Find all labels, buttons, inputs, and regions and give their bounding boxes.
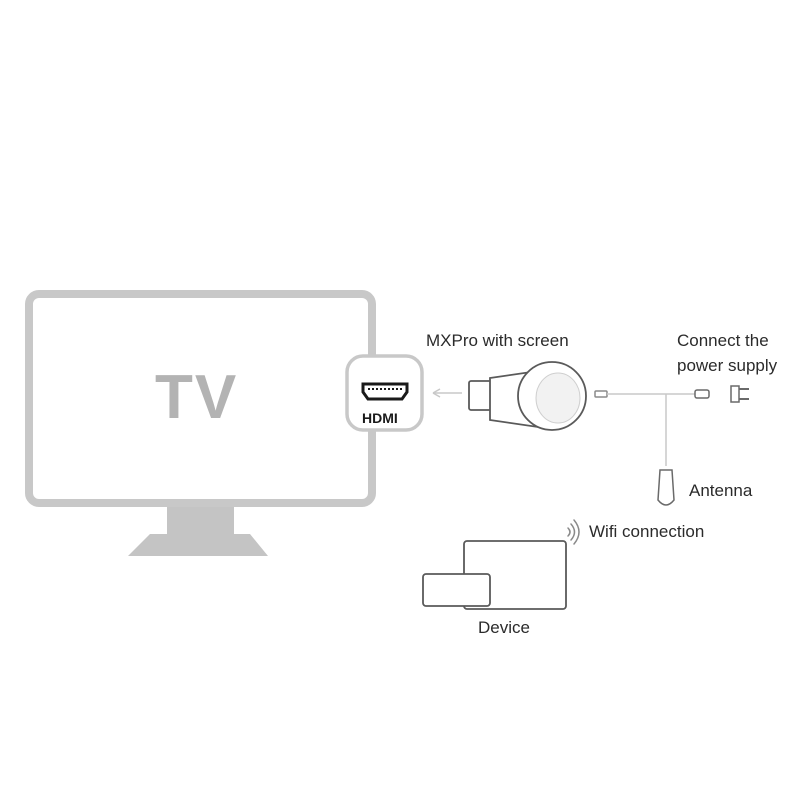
usb-cable bbox=[594, 390, 695, 398]
tv-label: TV bbox=[155, 363, 239, 432]
mxpro-dongle-icon bbox=[468, 361, 587, 431]
hdmi-connection-arrow bbox=[432, 388, 462, 398]
dongle-label: MXPro with screen bbox=[426, 331, 569, 350]
hdmi-port-icon bbox=[345, 354, 424, 432]
power-label-line1: Connect the bbox=[677, 331, 769, 350]
device-label: Device bbox=[478, 618, 530, 637]
antenna-icon bbox=[657, 394, 675, 506]
device-icon bbox=[422, 540, 567, 610]
antenna-label: Antenna bbox=[689, 481, 753, 500]
hdmi-label: HDMI bbox=[362, 410, 398, 426]
power-label-line2: power supply bbox=[677, 356, 778, 375]
power-plug-icon bbox=[694, 385, 749, 403]
wifi-label: Wifi connection bbox=[589, 522, 705, 541]
wifi-icon bbox=[567, 519, 580, 545]
